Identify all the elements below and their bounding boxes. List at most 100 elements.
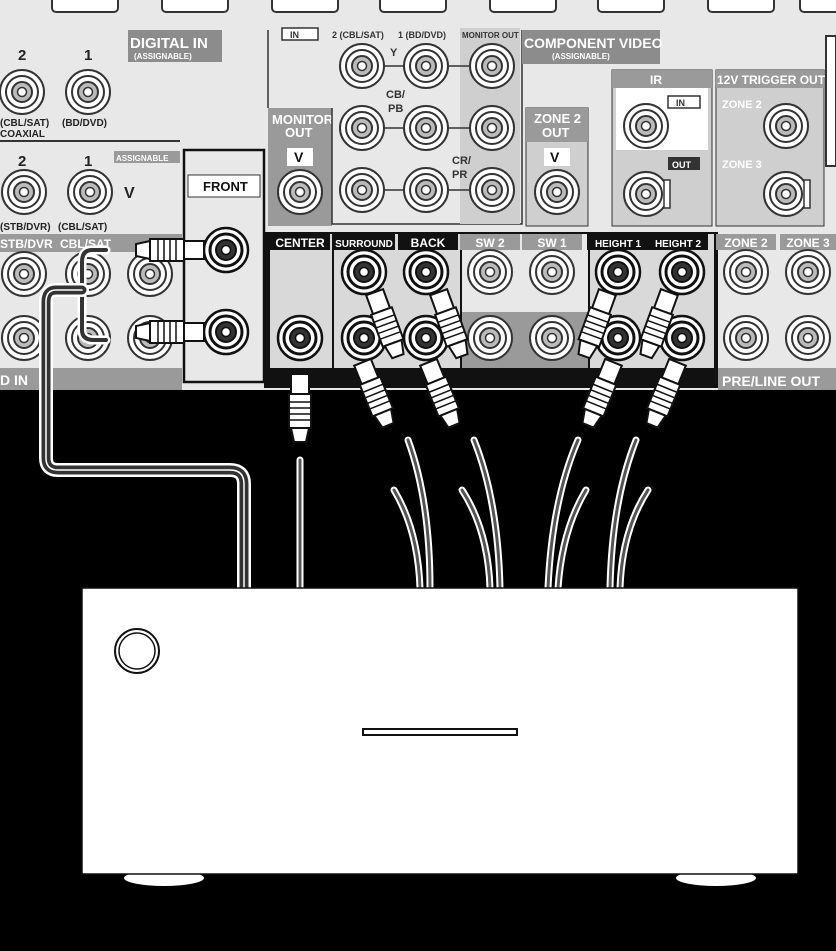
zone3-pre-jack-2[interactable]: [785, 315, 831, 361]
digital-in-1-jack[interactable]: [65, 69, 111, 115]
trigger-zone2-label: ZONE 2: [722, 99, 762, 111]
monitor-out-section: MONITOR OUT V: [268, 108, 334, 226]
amplifier-display: [362, 728, 518, 736]
ir-in-jack[interactable]: [623, 103, 669, 149]
trigger-title: 12V TRIGGER OUT: [717, 73, 826, 87]
front-section: FRONT: [182, 148, 266, 384]
pre-line-out-footer: PRE/LINE OUT: [722, 373, 820, 389]
audio-in-jack[interactable]: [1, 251, 47, 297]
height1-left-jack[interactable]: [594, 248, 642, 296]
zone2-out-label-2: OUT: [542, 125, 570, 140]
rca-plug-icon: [288, 373, 312, 443]
pre-out-label-back: BACK: [411, 236, 446, 250]
ir-in-label: IN: [676, 98, 685, 108]
component-jack[interactable]: [469, 43, 515, 89]
y-label: Y: [390, 47, 398, 59]
front-label: FRONT: [203, 179, 248, 194]
ir-out-label: OUT: [672, 160, 692, 170]
height2-left-jack[interactable]: [658, 248, 706, 296]
zone2-pre-jack[interactable]: [723, 249, 769, 295]
rca-plug-icon: [135, 238, 205, 262]
zone2-out-v: V: [550, 149, 560, 165]
video-in-jack1-label: (CBL/SAT): [58, 222, 107, 233]
trigger-zone2-jack[interactable]: [763, 103, 809, 149]
component-jack[interactable]: [469, 105, 515, 151]
component-video-section: IN 2 (CBL/SAT) 1 (BD/DVD) MONITOR OUT CO…: [267, 27, 663, 225]
component-title: COMPONENT VIDEO: [524, 35, 663, 51]
digital-in-subtitle: (ASSIGNABLE): [134, 52, 192, 61]
amplifier-icon: [81, 587, 799, 886]
pre-out-label-bg: [716, 234, 776, 250]
pre-out-label-bg: [522, 234, 582, 250]
pre-out-label-center: CENTER: [275, 236, 325, 250]
front-left-jack[interactable]: [202, 226, 250, 274]
pre-out-label-bg: [780, 234, 836, 250]
sw2-jack-2[interactable]: [467, 315, 513, 361]
digital-in-jack1-num: 1: [84, 47, 92, 64]
component-jack[interactable]: [403, 167, 449, 213]
ir-title: IR: [650, 73, 662, 87]
pre-out-label-sw-2: SW 2: [475, 236, 505, 250]
center-jack[interactable]: [276, 314, 324, 362]
pre-out-label-bg: [333, 234, 395, 250]
video-in-jack2-num: 2: [18, 153, 26, 170]
trigger-zone3-label: ZONE 3: [722, 159, 762, 171]
cr-label: CR/: [452, 155, 471, 167]
zone2-out-jack[interactable]: [534, 169, 580, 215]
pre-out-label-bg: [398, 234, 458, 250]
cables: [39, 245, 652, 595]
monitor-out-label: MONITOR: [272, 112, 334, 127]
audio-in-col1-label: STB/DVR: [0, 237, 53, 251]
pre-line-out-section: PRE/LINE OUT CENTER SURROUND BACK SW 2 SW 1 H…: [264, 232, 836, 390]
rca-plug-icon: [135, 320, 205, 344]
front-right-jack[interactable]: [202, 308, 250, 356]
surround-left-jack[interactable]: [340, 248, 388, 296]
coaxial-label: COAXIAL: [0, 129, 45, 140]
component-in-tag: IN: [290, 30, 299, 40]
digital-in-2-jack[interactable]: [0, 69, 45, 115]
video-in-jack2-label: (STB/DVR): [0, 222, 51, 233]
component-monitor-out: MONITOR OUT: [462, 31, 519, 40]
pre-out-label-bg: [648, 234, 708, 250]
component-jack[interactable]: [403, 105, 449, 151]
zone3-pre-jack[interactable]: [785, 249, 831, 295]
zone2-out-label: ZONE 2: [534, 111, 581, 126]
sw2-jack[interactable]: [467, 249, 513, 295]
component-subtitle: (ASSIGNABLE): [552, 52, 610, 61]
pre-out-label-height-1: HEIGHT 1: [595, 239, 642, 250]
pre-out-label-height-2: HEIGHT 2: [655, 239, 702, 250]
sw1-jack[interactable]: [529, 249, 575, 295]
monitor-out-label-2: OUT: [285, 125, 313, 140]
assignable-tag: ASSIGNABLE: [116, 154, 169, 163]
component-jack[interactable]: [469, 167, 515, 213]
pre-out-label-bg: [270, 234, 330, 250]
zone2-pre-jack-2[interactable]: [723, 315, 769, 361]
digital-in-title: DIGITAL IN: [130, 35, 208, 52]
video-in-jack1-num: 1: [84, 153, 92, 170]
monitor-out-v: V: [294, 149, 304, 165]
back-left-jack[interactable]: [402, 248, 450, 296]
component-jack[interactable]: [339, 105, 385, 151]
digital-in-jack1-label: (BD/DVD): [62, 118, 107, 129]
ir-out-jack[interactable]: [623, 171, 669, 217]
component-jack[interactable]: [339, 43, 385, 89]
pre-out-label-bg: [460, 234, 520, 250]
component-jack[interactable]: [339, 167, 385, 213]
pre-out-label-sw-1: SW 1: [537, 236, 567, 250]
video-in-2-jack[interactable]: [1, 169, 47, 215]
pre-out-label-zone-2: ZONE 2: [724, 236, 768, 250]
monitor-out-jack[interactable]: [277, 169, 323, 215]
audio-in-footer: D IN: [0, 372, 28, 388]
trigger-zone3-jack[interactable]: [763, 171, 809, 217]
component-jack2-label: 2 (CBL/SAT): [332, 30, 384, 40]
pre-out-label-zone-3: ZONE 3: [786, 236, 830, 250]
video-in-1-jack[interactable]: [67, 169, 113, 215]
pr-label: PR: [452, 169, 467, 181]
pre-out-label-bg: [587, 234, 649, 250]
component-jack[interactable]: [403, 43, 449, 89]
sw1-jack-2[interactable]: [529, 315, 575, 361]
pb-label: PB: [388, 103, 403, 115]
pre-out-label-surround: SURROUND: [335, 239, 393, 250]
